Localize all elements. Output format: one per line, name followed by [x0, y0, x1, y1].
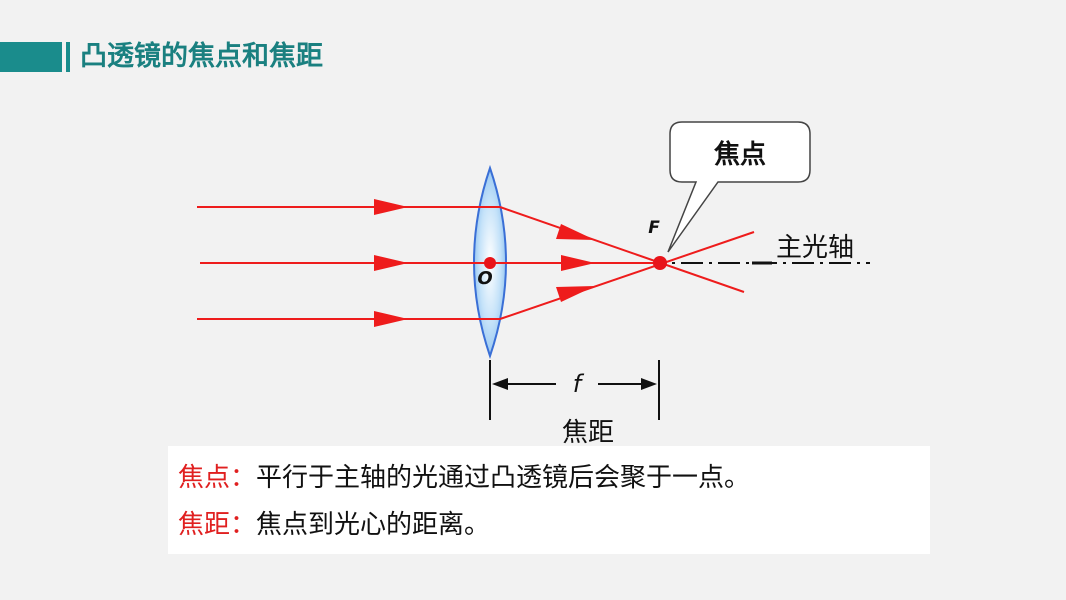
refracted-ray-bottom: [499, 231, 755, 320]
refracted-ray-top: [499, 206, 745, 293]
definition-term: 焦点: [178, 463, 231, 493]
optical-center-point: [484, 257, 496, 269]
definition-separator: ：: [230, 463, 257, 493]
arrow-refract-top: [556, 224, 595, 240]
focus-point: [653, 256, 667, 270]
refracted-rays: [490, 206, 755, 320]
definition-separator: ：: [230, 510, 257, 540]
page-title: 凸透镜的焦点和焦距: [80, 41, 323, 72]
definition-text: 平行于主轴的光通过凸透镜后会聚于一点。: [256, 463, 751, 493]
arrow-refract-bottom: [556, 286, 595, 302]
focal-arrow-right: [641, 378, 657, 390]
definitions-box: 焦点：平行于主轴的光通过凸透镜后会聚于一点。 焦距：焦点到光心的距离。: [168, 446, 930, 554]
focus-label: F: [648, 218, 660, 238]
arrow-refract-middle: [561, 255, 595, 271]
focal-arrow-left: [492, 378, 508, 390]
arrow-top: [374, 199, 408, 215]
optical-center-label: O: [477, 268, 492, 289]
ray-arrows: [374, 199, 595, 327]
incident-rays: [197, 206, 500, 320]
definition-focus: 焦点：平行于主轴的光通过凸透镜后会聚于一点。: [178, 460, 750, 496]
definition-focal-length: 焦距：焦点到光心的距离。: [178, 507, 490, 543]
definition-text: 焦点到光心的距离。: [256, 510, 491, 540]
title-divider: [66, 42, 70, 72]
title-accent-bar: [0, 42, 62, 72]
principal-axis-label: 主光轴: [776, 233, 854, 263]
focus-callout-bubble: [667, 121, 811, 253]
definition-term: 焦距: [178, 510, 231, 540]
arrow-bottom: [374, 311, 408, 327]
arrow-middle: [374, 255, 408, 271]
focal-distance-label: 焦距: [562, 418, 614, 448]
focal-distance-marker: [489, 360, 660, 420]
focal-length-symbol: f: [573, 370, 585, 398]
focus-callout-label: 焦点: [714, 139, 766, 170]
